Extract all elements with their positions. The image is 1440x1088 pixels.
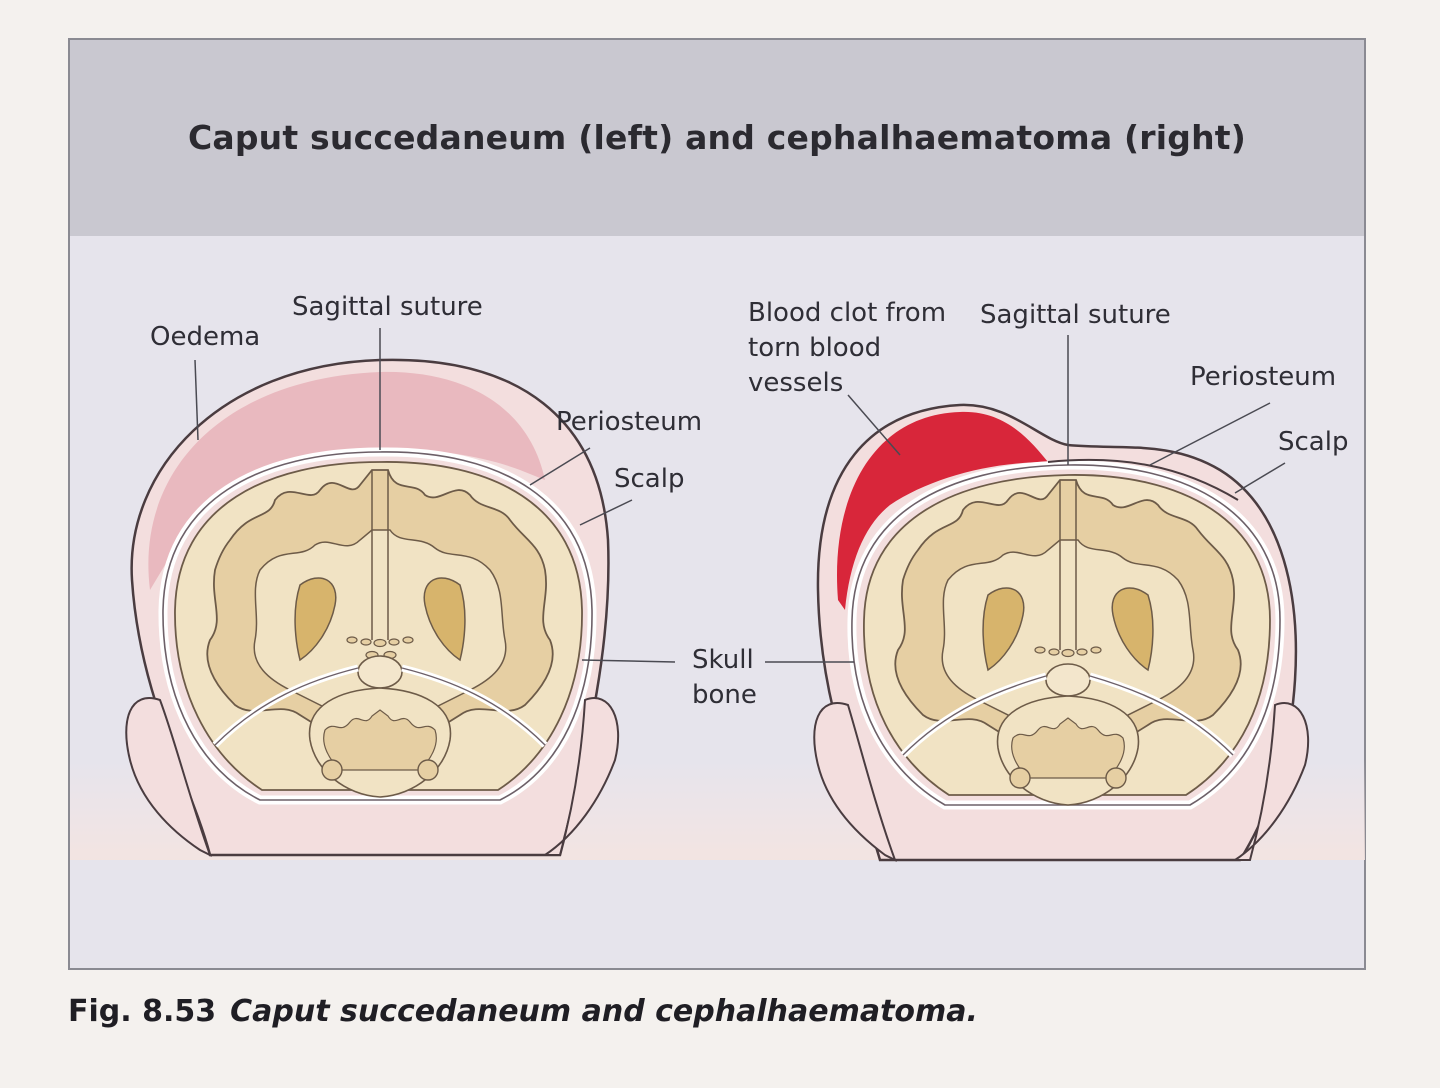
right-ventricle-r (1111, 587, 1154, 672)
right-periosteum (1047, 458, 1239, 501)
right-midline (1059, 480, 1077, 650)
label-oedema: Oedema (150, 322, 261, 352)
left-skull-outline (162, 451, 593, 801)
figure-title: Caput succedaneum (left) and cephalhaema… (187, 118, 1247, 157)
right-tentorium-line (902, 675, 1234, 756)
left-cerebellum-folds (323, 709, 437, 771)
left-tonsil-l (321, 759, 343, 781)
caption-number: Fig. 8.53 (68, 994, 217, 1029)
left-head (125, 358, 620, 858)
right-inner-brain (941, 539, 1195, 726)
left-ventricle-l (294, 577, 337, 662)
label-right-periosteum: Periosteum (1190, 362, 1337, 392)
leader-right-periosteum (1149, 402, 1271, 466)
left-oedema (148, 371, 545, 590)
right-brainstem (1045, 663, 1091, 697)
right-blood-clot (837, 411, 1048, 610)
right-ear-r (1231, 702, 1310, 861)
label-left-scalp: Scalp (614, 464, 685, 494)
caption-text: Caput succedaneum and cephalhaematoma. (230, 994, 978, 1029)
label-left-periosteum: Periosteum (556, 407, 703, 437)
left-tentorium-line (214, 667, 546, 746)
leader-left-scalp (579, 499, 633, 526)
right-tonsil-r (1105, 767, 1127, 789)
right-tonsil-l (1009, 767, 1031, 789)
right-ear-l (813, 702, 897, 863)
figure-header: Caput succedaneum (left) and cephalhaema… (70, 40, 1364, 236)
left-tonsil-r (417, 759, 439, 781)
leader-skull-left (581, 659, 676, 663)
leader-lines (194, 328, 1286, 663)
right-basal-dots (1034, 646, 1102, 658)
left-ear-r (541, 697, 620, 856)
figure-caption: Fig. 8.53 Caput succedaneum and cephalhae… (68, 994, 978, 1029)
leader-left-periosteum (529, 447, 591, 486)
left-ear-l (125, 697, 212, 858)
leader-blood-clot (847, 394, 901, 456)
left-inner-brain (253, 529, 507, 716)
left-ventricle-r (423, 577, 466, 662)
right-ventricle-l (982, 587, 1025, 672)
leader-oedema (194, 359, 199, 441)
right-head (813, 403, 1310, 863)
left-midline (371, 470, 389, 640)
label-blood-clot: Blood clot from torn blood vessels (748, 298, 947, 399)
left-brainstem (357, 655, 403, 689)
label-right-sagittal-suture: Sagittal suture (980, 300, 1171, 330)
label-skull-bone: Skull bone (692, 645, 757, 711)
label-right-scalp: Scalp (1278, 427, 1349, 457)
right-cerebellum-folds (1011, 717, 1125, 779)
leader-right-scalp (1234, 462, 1286, 494)
left-basal-dots (346, 636, 414, 660)
label-left-sagittal-suture: Sagittal suture (292, 292, 483, 322)
